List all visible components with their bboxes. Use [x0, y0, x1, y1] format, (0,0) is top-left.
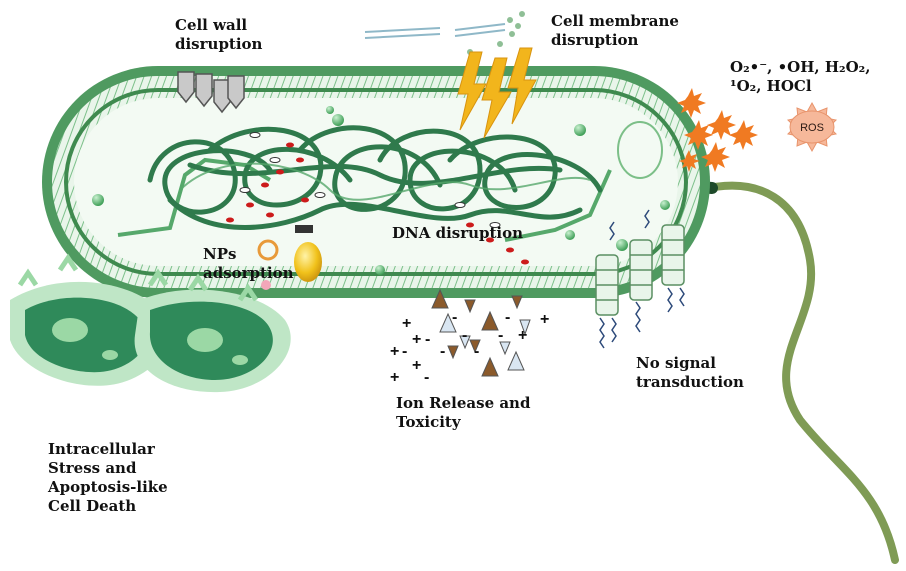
ion-charge: - [425, 331, 430, 348]
ion-charge: - [498, 327, 503, 344]
label-nps-adsorption: NPs adsorption [203, 245, 294, 283]
ion-charge: - [505, 309, 510, 326]
stressed-cells [10, 253, 291, 393]
ion-charge: + [540, 311, 549, 328]
ion-charge: + [412, 331, 421, 348]
membrane-fragments [364, 23, 506, 39]
ros-bursts [677, 88, 758, 172]
ion-charge: - [462, 327, 467, 344]
label-line: Toxicity [396, 413, 461, 431]
ion-charge: + [390, 369, 399, 386]
label-line: disruption [551, 31, 639, 49]
label-cell-wall-disruption: Cell wall disruption [175, 16, 262, 54]
label-ros-species: O₂•⁻, •OH, H₂O₂, ¹O₂, HOCl [730, 58, 870, 96]
label-line: O₂•⁻, •OH, H₂O₂, [730, 58, 871, 76]
label-line: No signal [636, 354, 716, 372]
ion-charge: - [440, 343, 445, 360]
label-line: Stress and [48, 459, 137, 477]
ion-charge: + [402, 315, 411, 332]
label-dna-disruption: DNA disruption [392, 224, 523, 243]
label-cell-membrane-disruption: Cell membrane disruption [551, 12, 679, 50]
label-line: Cell Death [48, 497, 137, 515]
label-line: Cell membrane [551, 12, 679, 30]
nanoparticles [257, 225, 322, 290]
ros-sun-label: ROS [800, 122, 824, 134]
ros-sun [786, 101, 838, 153]
flagellum [696, 181, 899, 564]
cell-wall-disruption-arrows [177, 71, 245, 114]
label-no-signal-transduction: No signal transduction [636, 354, 744, 392]
dna-damage-markers [226, 142, 529, 265]
label-line: transduction [636, 373, 744, 391]
label-line: Cell wall [175, 16, 248, 34]
inner-membrane [64, 88, 688, 276]
dna-highlight [179, 162, 591, 201]
lightning-bolts [457, 47, 537, 139]
label-line: adsorption [203, 264, 294, 282]
ion-charge: + [412, 357, 421, 374]
plasmid-ring [617, 121, 663, 179]
dna-tangle [147, 125, 603, 230]
ion-triangles [431, 288, 531, 377]
label-line: ¹O₂, HOCl [730, 77, 812, 95]
ribosomes [92, 106, 670, 275]
dna-fragments [239, 132, 501, 228]
signal-receptors [595, 224, 685, 316]
label-line: disruption [175, 35, 263, 53]
label-line: Intracellular [48, 440, 155, 458]
label-line: DNA disruption [392, 224, 524, 242]
ion-charge: - [474, 343, 479, 360]
label-line: NPs [203, 245, 237, 263]
receptor-tails [599, 209, 685, 349]
ion-charge: - [402, 343, 407, 360]
ion-charge: - [424, 369, 429, 386]
ion-charges: + + - + - + + - - + - - - - - + [390, 309, 549, 386]
label-ion-release-toxicity: Ion Release and Toxicity [396, 394, 530, 432]
ion-charge: + [518, 327, 527, 344]
label-intracellular-stress: Intracellular Stress and Apoptosis-like … [48, 440, 168, 516]
ion-charge: + [390, 343, 399, 360]
label-line: Apoptosis-like [48, 478, 168, 496]
ion-charge: - [452, 309, 457, 326]
label-line: Ion Release and [396, 394, 531, 412]
